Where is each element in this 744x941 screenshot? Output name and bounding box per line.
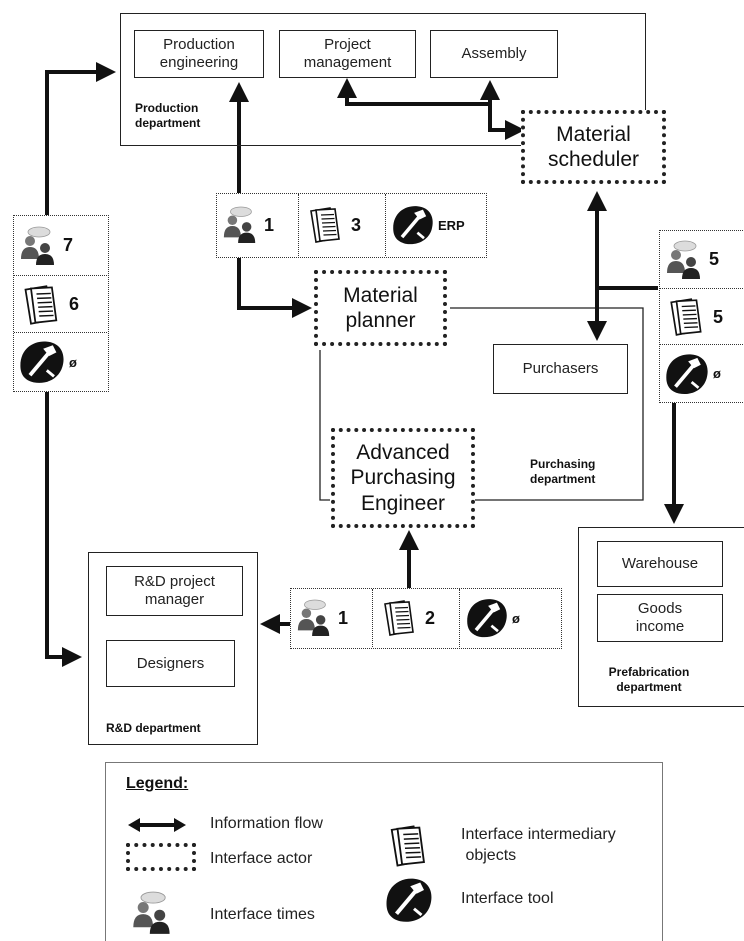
flow-left-to-production bbox=[45, 62, 116, 215]
interface-tool-cell: ø bbox=[461, 589, 560, 647]
interface-tool-cell: ø bbox=[660, 346, 744, 401]
purchasers-unit[interactable]: Purchasers bbox=[493, 344, 628, 394]
interface-tool-cell: ERP bbox=[387, 194, 485, 256]
interface-tool-value: ERP bbox=[438, 217, 465, 233]
flow-to-material-planner bbox=[237, 258, 312, 318]
documents-icon bbox=[20, 283, 64, 327]
rnd-department-label: R&D department bbox=[106, 721, 201, 735]
rnd-department: R&D department bbox=[88, 552, 258, 745]
interface-objects-value: 5 bbox=[713, 306, 724, 327]
legend-interface-times: Interface times bbox=[210, 906, 315, 923]
interface-tool-cell: ø bbox=[14, 334, 107, 390]
production-department: Production department bbox=[120, 13, 646, 146]
goods-income-unit[interactable]: Goods income bbox=[597, 594, 723, 642]
interface-objects-value: 6 bbox=[69, 294, 80, 314]
interface-times-value: 7 bbox=[63, 235, 74, 255]
interface-times-value: 1 bbox=[264, 214, 275, 235]
legend-box: Legend: Information flow Interface actor… bbox=[105, 762, 663, 941]
assembly-unit[interactable]: Assembly bbox=[430, 30, 558, 78]
interface-tool-value: ø bbox=[713, 366, 721, 381]
interface-times-cell: 1 bbox=[217, 194, 299, 256]
interface-strip-bottom-rnd: 1 2 ø bbox=[290, 588, 562, 649]
designers-unit[interactable]: Designers bbox=[106, 640, 235, 687]
flow-left-to-rnd bbox=[45, 392, 82, 667]
tool-icon bbox=[465, 596, 509, 640]
material-planner-actor[interactable]: Material planner bbox=[314, 270, 447, 346]
information-flow-icon bbox=[128, 818, 186, 832]
tool-icon bbox=[664, 351, 710, 397]
advanced-purchasing-engineer-actor[interactable]: Advanced Purchasing Engineer bbox=[331, 428, 475, 528]
documents-icon bbox=[666, 296, 708, 338]
interface-strip-production-planner: 1 3 ERP bbox=[216, 193, 487, 258]
interface-objects-cell: 3 bbox=[300, 194, 386, 256]
legend-interface-objects: Interface intermediary objects bbox=[461, 826, 616, 864]
interface-objects-cell: 2 bbox=[374, 589, 460, 647]
prefabrication-department-label: Prefabrication department bbox=[608, 665, 690, 694]
interface-objects-value: 3 bbox=[351, 214, 362, 235]
material-scheduler-actor[interactable]: Material scheduler bbox=[521, 110, 666, 184]
documents-icon bbox=[380, 598, 420, 638]
tool-icon bbox=[384, 875, 434, 925]
interface-times-cell: 7 bbox=[14, 216, 107, 276]
people-icon bbox=[18, 226, 58, 266]
interface-objects-value: 2 bbox=[425, 607, 436, 628]
people-icon bbox=[295, 599, 333, 637]
interface-actor-icon bbox=[126, 843, 196, 871]
interface-objects-cell: 6 bbox=[14, 277, 107, 333]
interface-times-value: 1 bbox=[338, 607, 349, 628]
interface-strip-right-prefab: 5 5 ø bbox=[659, 230, 744, 403]
documents-icon bbox=[386, 823, 432, 869]
tool-icon bbox=[18, 338, 66, 386]
people-icon bbox=[130, 891, 174, 935]
legend-interface-tool: Interface tool bbox=[461, 890, 554, 907]
tool-icon bbox=[391, 203, 435, 247]
people-icon bbox=[664, 240, 704, 280]
legend-interface-actor: Interface actor bbox=[210, 850, 313, 867]
interface-times-value: 5 bbox=[709, 249, 720, 269]
project-management-unit[interactable]: Project management bbox=[279, 30, 416, 78]
prefabrication-department: Prefabrication department bbox=[578, 527, 744, 707]
purchasing-department-label: Purchasing department bbox=[530, 457, 596, 486]
interface-tool-value: ø bbox=[512, 610, 520, 626]
interface-times-cell: 1 bbox=[291, 589, 373, 647]
rnd-project-manager-unit[interactable]: R&D project manager bbox=[106, 566, 243, 616]
warehouse-unit[interactable]: Warehouse bbox=[597, 541, 723, 587]
interface-objects-cell: 5 bbox=[660, 290, 744, 345]
people-icon bbox=[221, 206, 259, 244]
interface-times-cell: 5 bbox=[660, 231, 744, 289]
legend-information-flow: Information flow bbox=[210, 815, 323, 832]
legend-title: Legend: bbox=[126, 775, 189, 792]
documents-icon bbox=[306, 205, 346, 245]
purchasing-department-outline bbox=[319, 307, 644, 501]
interface-tool-value: ø bbox=[69, 354, 77, 370]
production-department-label: Production department bbox=[135, 101, 201, 130]
production-engineering-unit[interactable]: Production engineering bbox=[134, 30, 264, 78]
interface-strip-left-rnd: 7 6 ø bbox=[13, 215, 109, 392]
